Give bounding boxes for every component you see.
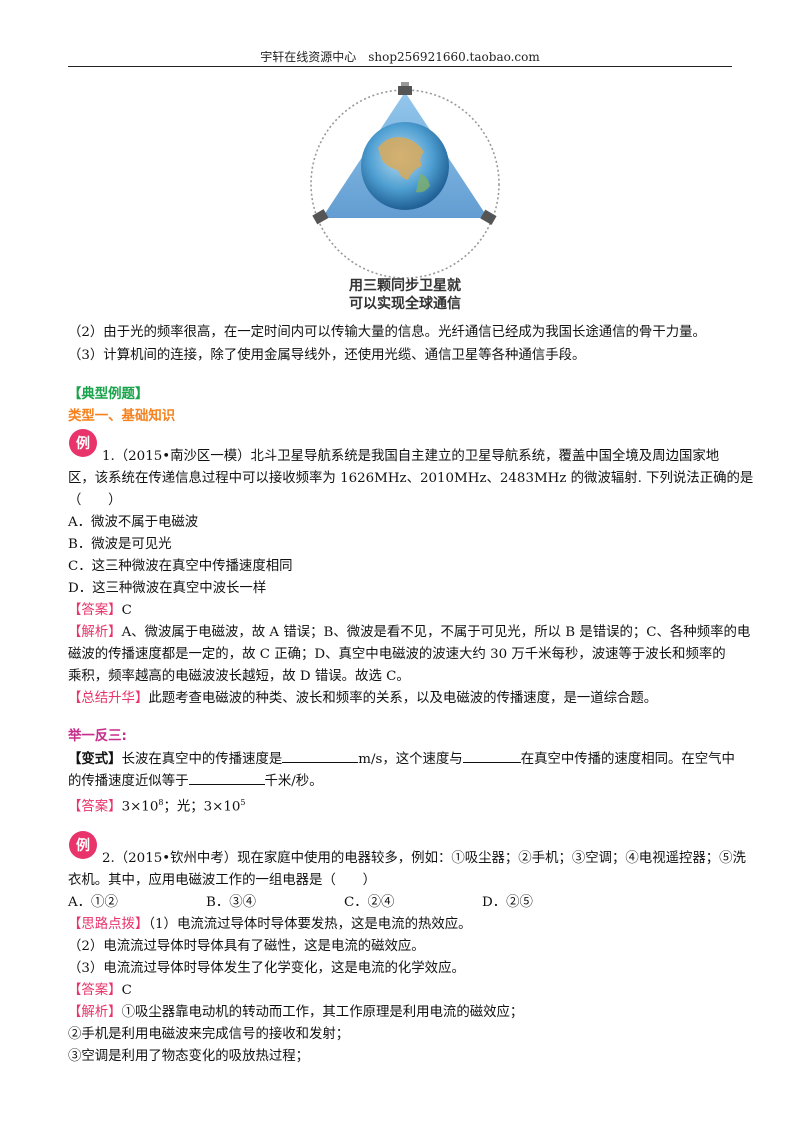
- variant-text-5: 千米/秒。: [264, 774, 323, 789]
- header-rule: [68, 66, 732, 67]
- q1-analysis-2: 磁波的传播速度都是一定的，故 C 正确；D、真空中电磁波的波速大约 30 万千米…: [68, 647, 726, 662]
- paragraph-3: （3）计算机间的连接，除了使用金属导线外，还使用光缆、通信卫星等各种通信手段。: [68, 348, 586, 363]
- q1-analysis-1: 【解析】A、微波属于电磁波，故 A 错误；B、微波是看不见，不属于可见光，所以 …: [68, 622, 750, 644]
- q2-hint-3: （3）电流流过导体时导体发生了化学变化，这是电流的化学效应。: [68, 961, 465, 976]
- example-badge-2: 例: [68, 830, 98, 860]
- analysis-label: 【解析】: [68, 625, 122, 640]
- q1-summary: 【总结升华】此题考查电磁波的种类、波长和频率的关系，以及电磁波的传播速度，是一道…: [68, 688, 740, 710]
- q2-hint-2: （2）电流流过导体时导体具有了磁性，这是电流的磁效应。: [68, 939, 425, 954]
- q2-option-a: A．①②: [68, 895, 118, 910]
- q2-analysis-2: ②手机是利用电磁波来完成信号的接收和发射；: [68, 1027, 350, 1042]
- figure-caption-2: 可以实现全球通信: [349, 295, 461, 312]
- paragraph-2: （2）由于光的频率很高，在一定时间内可以传输大量的信息。光纤通信已经成为我国长途…: [68, 325, 706, 340]
- hint-text: （1）电流流过导体时导体要发热，这是电流的热效应。: [148, 917, 472, 932]
- q1-line-3: （ ）: [68, 493, 122, 508]
- q2-analysis-3: ③空调是利用了物态变化的吸放热过程；: [68, 1049, 310, 1064]
- variant-text-2: m/s，这个速度与: [358, 752, 463, 767]
- q2-line-2: 衣机。其中，应用电磁波工作的一组电器是（ ）: [68, 873, 376, 888]
- answer-value: C: [121, 603, 132, 618]
- q1-line-2: 区，该系统在传递信息过程中可以接收频率为 1626MHz、2010MHz、248…: [68, 471, 754, 486]
- practice-title: 举一反三:: [68, 729, 127, 744]
- figure-caption-1: 用三颗同步卫星就: [349, 277, 461, 294]
- q2-answer: 【答案】C: [68, 980, 740, 1002]
- q2-option-b: B．③④: [206, 895, 257, 910]
- variant-answer: 【答案】3×108；光；3×105: [68, 792, 740, 818]
- q1-option-b: B．微波是可见光: [68, 537, 172, 552]
- q1-option-a: A．微波不属于电磁波: [68, 515, 199, 530]
- satellite-top-icon: [398, 82, 412, 95]
- answer-exp-b: 5: [240, 798, 246, 807]
- q2-analysis-1: 【解析】①吸尘器靠电动机的转动而工作，其工作原理是利用电流的磁效应；: [68, 1002, 740, 1024]
- satellite-diagram: 用三颗同步卫星就 可以实现全球通信: [310, 82, 500, 312]
- badge-char: 例: [76, 435, 90, 452]
- variant-line-1: 【变式】长波在真空中的传播速度是 m/s，这个速度与 在真空中传播的速度相同。在空气…: [68, 748, 740, 771]
- q2-line-1: 2.（2015•钦州中考）现在家庭中使用的电器较多，例如：①吸尘器；②手机；③空…: [102, 851, 746, 866]
- q1-option-c: C．这三种微波在真空中传播速度相同: [68, 559, 293, 574]
- blank-2[interactable]: [462, 748, 521, 763]
- q2-hint-1: 【思路点拨】（1）电流流过导体时导体要发热，这是电流的热效应。: [68, 914, 740, 936]
- type1-title: 类型一、基础知识: [68, 409, 176, 424]
- section-title: 【典型例题】: [68, 387, 149, 402]
- blank-1[interactable]: [282, 748, 359, 763]
- variant-text-1: 长波在真空中的传播速度是: [121, 752, 283, 767]
- variant-text-4: 的传播速度近似等于: [68, 774, 189, 789]
- summary-label: 【总结升华】: [68, 691, 149, 706]
- continent-shape-2: [416, 174, 430, 193]
- answer-label: 【答案】: [68, 983, 122, 998]
- analysis-label: 【解析】: [68, 1005, 122, 1020]
- badge-char: 例: [76, 837, 90, 854]
- q2-option-c: C．②④: [344, 895, 395, 910]
- analysis-text: A、微波属于电磁波，故 A 错误；B、微波是看不见，不属于可见光，所以 B 是错…: [121, 625, 751, 640]
- q1-analysis-3: 乘积，频率越高的电磁波波长越短，故 D 错误。故选 C。: [68, 669, 410, 684]
- answer-exp-a: 8: [158, 798, 164, 807]
- q1-line-1: 1.（2015•南沙区一模）北斗卫星导航系统是我国自主建立的卫星导航系统，覆盖中…: [102, 449, 720, 464]
- analysis-text: ①吸尘器靠电动机的转动而工作，其工作原理是利用电流的磁效应；: [121, 1005, 524, 1020]
- page-header: 宇轩在线资源中心 shop256921660.taobao.com: [260, 50, 540, 64]
- variant-line-2: 的传播速度近似等于 千米/秒。: [68, 770, 740, 793]
- answer-part-a: 3×10: [121, 799, 159, 815]
- satellite-figure: 用三颗同步卫星就 可以实现全球通信: [300, 78, 510, 318]
- q2-option-d: D．②⑤: [482, 895, 533, 910]
- example-badge-1: 例: [68, 428, 98, 458]
- q2-options: A．①② B．③④ C．②④ D．②⑤: [68, 892, 740, 914]
- q1-option-d: D．这三种微波在真空中波长一样: [68, 581, 267, 596]
- satellite-right-icon: [480, 209, 497, 225]
- variant-label: 【变式】: [68, 751, 122, 767]
- q1-answer: 【答案】C: [68, 600, 740, 622]
- answer-part-b: ；光；3×10: [163, 799, 241, 815]
- answer-label: 【答案】: [68, 603, 122, 618]
- variant-text-3: 在真空中传播的速度相同。在空气中: [520, 752, 735, 767]
- answer-label: 【答案】: [68, 799, 122, 815]
- summary-text: 此题考查电磁波的种类、波长和频率的关系，以及电磁波的传播速度，是一道综合题。: [148, 691, 658, 706]
- blank-3[interactable]: [188, 770, 265, 785]
- continent-shape: [378, 137, 424, 180]
- satellite-left-icon: [312, 209, 329, 225]
- answer-value: C: [121, 983, 132, 998]
- hint-label: 【思路点拨】: [68, 917, 149, 932]
